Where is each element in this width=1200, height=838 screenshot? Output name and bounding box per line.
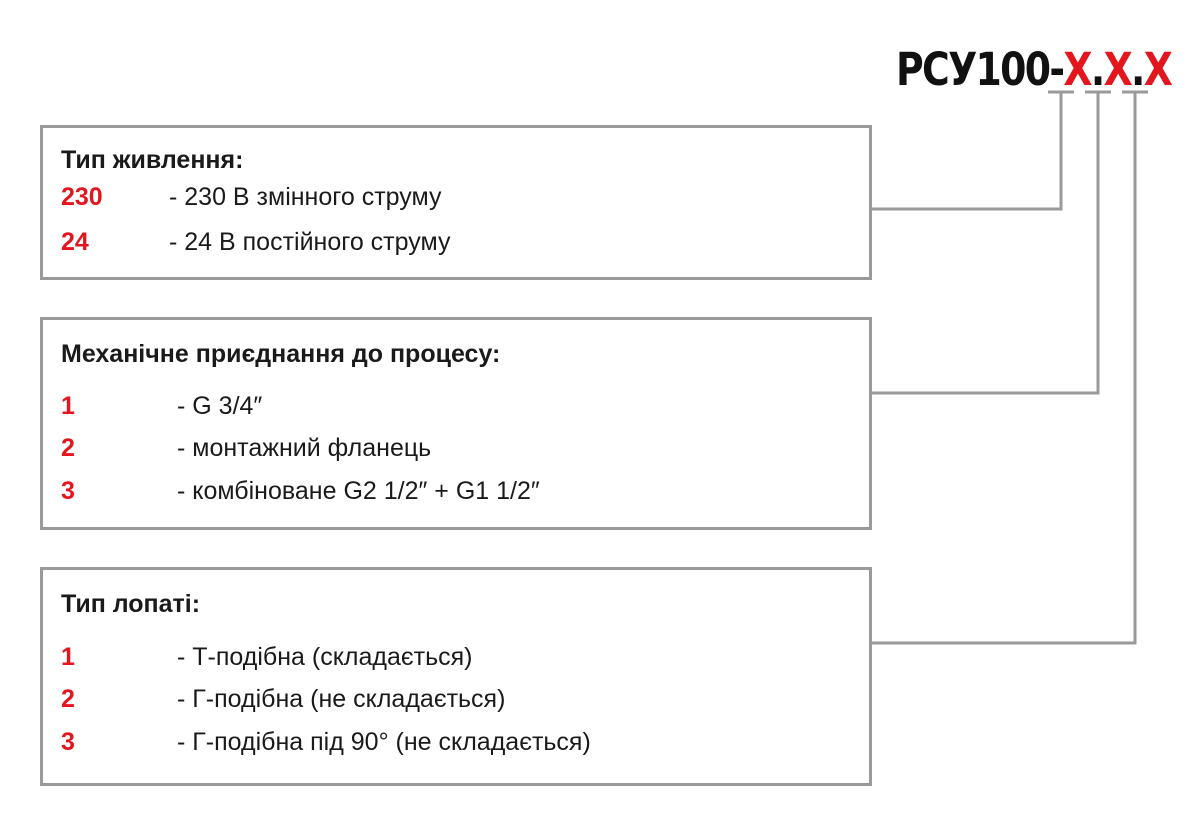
option-description: - Г-подібна під 90° (не складається) [177,728,591,756]
option-box-mechanical-connection: Механічне приєднання до процесу: 1 - G 3… [40,317,872,530]
code-position-2: X [1103,43,1133,96]
option-code: 3 [61,477,75,505]
option-description: - комбіноване G2 1/2″ + G1 1/2″ [177,477,540,505]
group-title: Тип живлення: [61,146,244,174]
option-code: 24 [61,228,89,256]
code-separator: . [1090,43,1105,96]
option-box-power-type: Тип живлення: 230 - 230 В змінного струм… [40,125,872,280]
option-description: - Т-подібна (складається) [177,643,473,671]
connector-blade-type [872,92,1137,645]
option-box-blade-type: Тип лопаті: 1 - Т-подібна (складається) … [40,567,872,786]
option-code: 1 [61,392,75,420]
option-code: 2 [61,434,75,462]
option-description: - монтажний фланець [177,434,432,462]
group-title: Тип лопаті: [61,590,201,618]
option-description: - 230 В змінного струму [169,183,442,211]
model-code: РСУ100-X.X.X [896,40,1173,100]
code-position-1: X [1063,43,1092,96]
option-code: 3 [61,728,75,756]
option-description: - 24 В постійного струму [169,228,451,256]
code-position-3: X [1143,43,1173,96]
option-code: 1 [61,643,75,671]
option-code: 230 [61,183,103,211]
model-code-prefix: РСУ100- [896,43,1065,96]
group-title: Механічне приєднання до процесу: [61,340,501,368]
code-separator: . [1131,43,1145,96]
connector-mechanical-connection [872,92,1100,395]
option-code: 2 [61,685,75,713]
option-description: - G 3/4″ [177,392,263,420]
option-description: - Г-подібна (не складається) [177,685,506,713]
connector-power-type [872,92,1063,211]
